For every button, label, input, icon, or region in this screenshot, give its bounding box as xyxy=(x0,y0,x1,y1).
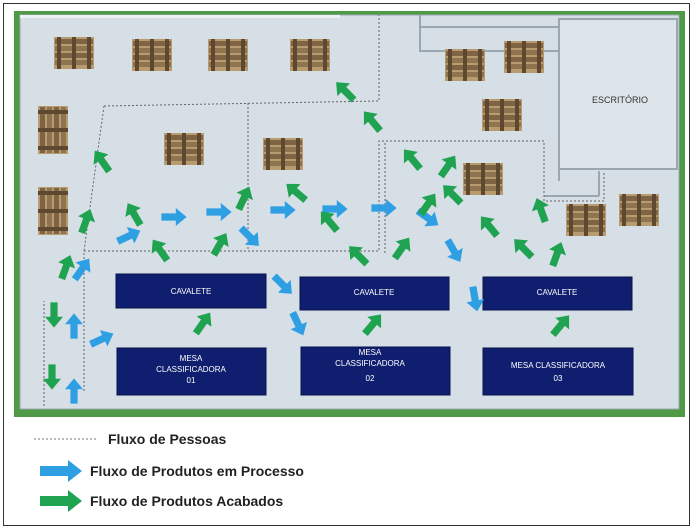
dotted-line-icon xyxy=(34,438,98,440)
interior-walls xyxy=(419,15,678,197)
mesa-3-line3: 03 xyxy=(554,374,563,383)
mesa-2-line1: MESA xyxy=(359,348,382,357)
legend-people-flow: Fluxo de Pessoas xyxy=(34,431,227,447)
legend-finished-flow-label: Fluxo de Produtos Acabados xyxy=(90,493,284,509)
green-arrow-icon xyxy=(40,490,82,512)
mesa-1-line1: MESA xyxy=(180,354,203,363)
mesa-3-line1: MESA CLASSIFICADORA xyxy=(511,361,606,370)
cavalete-1-label: CAVALETE xyxy=(171,287,212,296)
cavalete-3-label: CAVALETE xyxy=(537,288,578,297)
blue-arrow-icon xyxy=(40,460,82,482)
mesa-1-line2: CLASSIFICADORA xyxy=(156,365,226,374)
legend-finished-flow: Fluxo de Produtos Acabados xyxy=(38,489,283,513)
mesa-classificadora-3: MESA CLASSIFICADORA 03 xyxy=(482,347,634,396)
mesa-classificadora-2: MESA CLASSIFICADORA 02 xyxy=(300,346,451,396)
floor-plan: ESCRITÓRIO CAVALETE CAVALETE CAVALETE ME… xyxy=(14,11,685,417)
cavalete-2-label: CAVALETE xyxy=(354,288,395,297)
legend-process-flow-label: Fluxo de Produtos em Processo xyxy=(90,463,304,479)
office-label: ESCRITÓRIO xyxy=(592,95,648,105)
mesa-2-line3: 02 xyxy=(366,374,375,383)
mesa-1-line3: 01 xyxy=(187,376,196,385)
cavalete-2: CAVALETE xyxy=(299,276,450,311)
cavalete-1: CAVALETE xyxy=(115,273,267,309)
cavalete-3: CAVALETE xyxy=(482,276,633,311)
mesa-2-line2: CLASSIFICADORA xyxy=(335,359,405,368)
legend-process-flow: Fluxo de Produtos em Processo xyxy=(38,459,304,483)
legend-people-flow-label: Fluxo de Pessoas xyxy=(108,431,227,447)
mesa-classificadora-1: MESA CLASSIFICADORA 01 xyxy=(116,347,267,396)
